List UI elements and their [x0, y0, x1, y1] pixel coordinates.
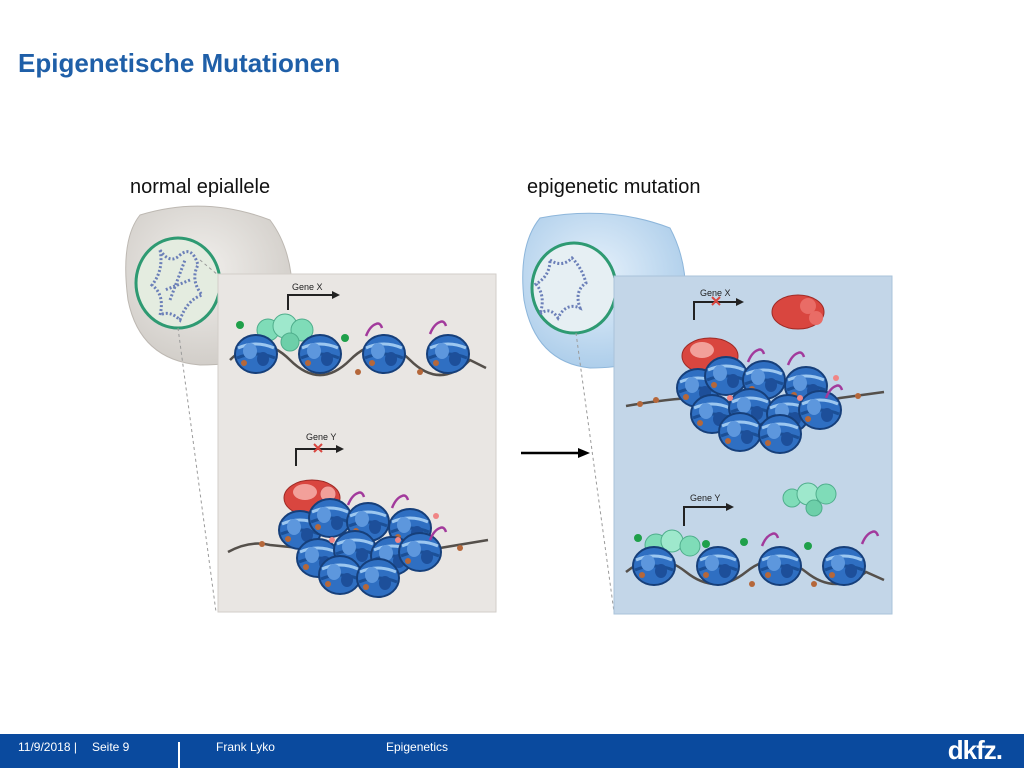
slide-footer: 11/9/2018 | Seite 9 Frank Lyko Epigeneti… [0, 734, 1024, 768]
free-repressor-complex [771, 294, 825, 330]
epigenetic-mutation-label: epigenetic mutation [527, 176, 701, 198]
right-gene-y-label: Gene Y [690, 493, 720, 503]
footer-page-number: Seite 9 [92, 740, 130, 754]
footer-topic: Epigenetics [386, 740, 449, 754]
transition-arrow [521, 448, 590, 458]
left-gene-y-arrow [295, 443, 344, 466]
left-gene-x-label: Gene X [292, 282, 323, 292]
dkfz-logo: dkfz. [947, 735, 1003, 765]
left-gene-x-arrow [287, 291, 340, 310]
right-gene-y-arrow [683, 503, 734, 526]
footer-date: 11/9/2018 | [18, 740, 77, 754]
footer-separator [178, 742, 180, 768]
normal-epiallele-label: normal epiallele [130, 176, 271, 198]
slide-title: Epigenetische Mutationen [18, 48, 341, 78]
right-gene-x-arrow [693, 296, 744, 320]
right-gene-x-label: Gene X [700, 288, 731, 298]
left-gene-y-label: Gene Y [306, 432, 336, 442]
free-activator-complex [782, 482, 837, 517]
footer-author: Frank Lyko [216, 740, 275, 754]
